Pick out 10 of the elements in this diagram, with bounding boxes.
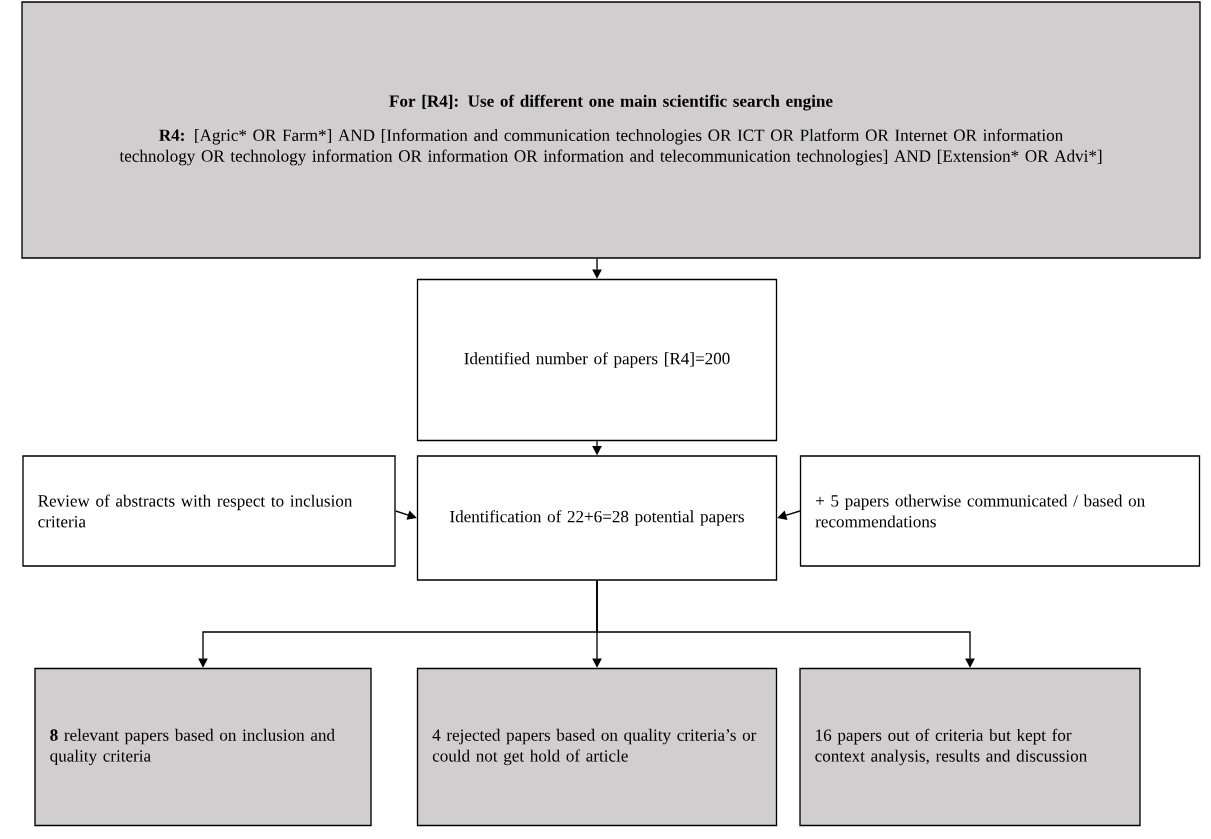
process-box: Review of abstracts with respect to inclusion criteria [22,455,396,567]
result-box: 16 papers out of criteria but kept for context analysis, results and discussion [799,667,1141,827]
result-box: 8 relevant papers based on inclusion and quality criteria [34,667,372,827]
process-box: Identified number of papers [R4]=200 [416,278,778,442]
result-box: 4 rejected papers based on quality criteria’s or could not get hold of article [416,667,778,827]
arrow [395,510,417,520]
arrow [777,510,801,520]
search-query-box: For [R4]: Use of different one main scientific search engine R4: [Agric* OR Farm*] AND [Information and communication technologies OR ICT OR Platform OR Internet OR information technology OR technology information OR information OR information and telecommunication technologies] AND [Extension* OR Advi*] [21,1,1201,259]
process-box: + 5 papers otherwise communicated / based on recommendations [799,455,1201,567]
process-box: Identification of 22+6=28 potential papers [416,455,778,581]
